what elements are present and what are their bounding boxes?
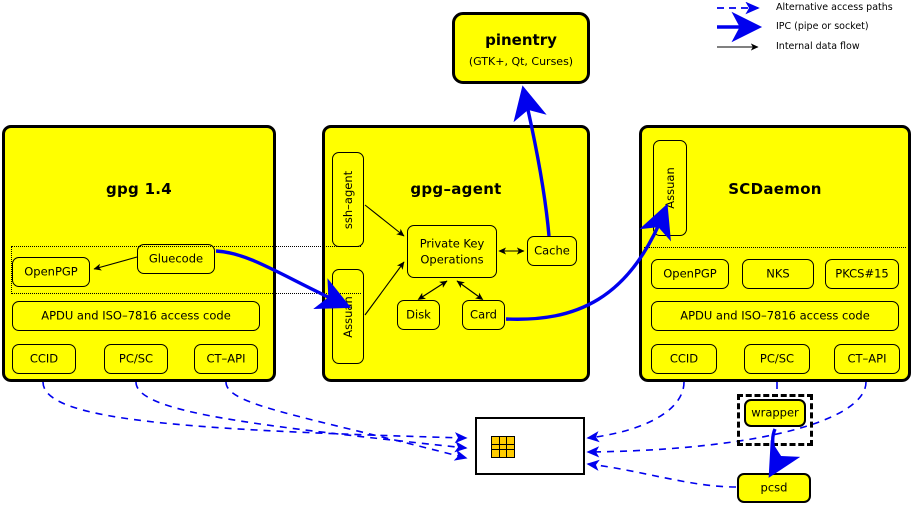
scdaemon-driver-ccid-label: CCID [669, 351, 699, 366]
scdaemon-driver-ctapi[interactable]: CT–API [834, 344, 900, 374]
wrapper-box[interactable]: wrapper [744, 399, 806, 427]
scdaemon-app-pkcs15[interactable]: PKCS#15 [825, 259, 899, 289]
scdaemon-app-nks-label: NKS [766, 266, 790, 281]
gpgagent-cache-label: Cache [534, 243, 570, 258]
gpg-title: gpg 1.4 [105, 180, 173, 198]
gpg-driver-pcsc[interactable]: PC/SC [104, 344, 168, 374]
gpgagent-private-key-ops-box[interactable]: Private Key Operations [407, 225, 497, 278]
path-scd-ccid-to-card [586, 381, 685, 443]
legend: Alternative access paths IPC (pipe or so… [716, 2, 912, 60]
path-scd-ctapi-to-card [586, 381, 867, 458]
wrapper-label: wrapper [751, 405, 799, 420]
scdaemon-app-openpgp[interactable]: OpenPGP [651, 259, 729, 289]
scdaemon-driver-pcsc-label: PC/SC [759, 351, 795, 366]
scdaemon-app-pkcs15-label: PKCS#15 [835, 266, 889, 281]
scdaemon-app-nks[interactable]: NKS [742, 259, 814, 289]
scdaemon-driver-pcsc[interactable]: PC/SC [744, 344, 810, 374]
gpg-driver-pcsc-label: PC/SC [118, 351, 154, 366]
gpgagent-title: gpg–agent [410, 180, 502, 198]
scdaemon-dotted-separator [644, 247, 906, 248]
gpg-gluecode-box[interactable]: Gluecode [137, 244, 215, 274]
gpg-gluecode-label: Gluecode [148, 251, 204, 266]
legend-label-internal: Internal data flow [776, 41, 860, 52]
gpgagent-private-key-ops-label: Private Key Operations [419, 235, 485, 267]
scdaemon-app-openpgp-label: OpenPGP [663, 266, 717, 281]
gpg-driver-ccid[interactable]: CCID [12, 344, 76, 374]
gpg-driver-ctapi-label: CT–API [206, 351, 246, 366]
path-gpg-pcsc-to-card [135, 381, 468, 453]
path-gpg-ctapi-to-card [225, 381, 468, 461]
scdaemon-apdu-label: APDU and ISO–7816 access code [680, 308, 870, 323]
legend-label-alternative: Alternative access paths [776, 2, 893, 13]
gpg-apdu-label: APDU and ISO–7816 access code [41, 308, 231, 323]
pinentry-subtitle: (GTK+, Qt, Curses) [468, 55, 574, 68]
gpgagent-cache-box[interactable]: Cache [527, 236, 577, 266]
legend-label-ipc: IPC (pipe or socket) [776, 21, 869, 32]
scdaemon-driver-ccid[interactable]: CCID [651, 344, 717, 374]
scdaemon-apdu-box[interactable]: APDU and ISO–7816 access code [651, 301, 899, 331]
scdaemon-driver-ctapi-label: CT–API [847, 351, 887, 366]
gpg-driver-ctapi[interactable]: CT–API [194, 344, 258, 374]
gpg-openpgp-box[interactable]: OpenPGP [12, 257, 90, 287]
gpg-driver-ccid-label: CCID [29, 351, 59, 366]
pinentry-box[interactable]: pinentry (GTK+, Qt, Curses) [452, 12, 590, 84]
pcsd-box[interactable]: pcsd [737, 473, 811, 503]
path-pcsd-to-card [586, 459, 737, 488]
pcsd-label: pcsd [760, 480, 788, 495]
gpg-openpgp-label: OpenPGP [24, 264, 78, 279]
gpgagent-card-label: Card [470, 307, 497, 322]
path-gpg-ccid-to-card [42, 381, 468, 444]
smartcard-chip-icon [491, 436, 515, 458]
gpg-apdu-box[interactable]: APDU and ISO–7816 access code [12, 301, 260, 331]
gpgagent-card-box[interactable]: Card [462, 300, 505, 330]
gpgagent-disk-box[interactable]: Disk [397, 300, 440, 330]
gpg-dotted-region [11, 246, 361, 294]
smartcard[interactable] [475, 417, 585, 475]
pinentry-title: pinentry [485, 31, 557, 49]
gpgagent-disk-label: Disk [406, 307, 431, 322]
gpgagent-assuan-label: Assuan [341, 295, 355, 338]
gpgagent-sshagent-box[interactable]: ssh–agent [332, 152, 364, 247]
scdaemon-title: SCDaemon [728, 180, 822, 198]
